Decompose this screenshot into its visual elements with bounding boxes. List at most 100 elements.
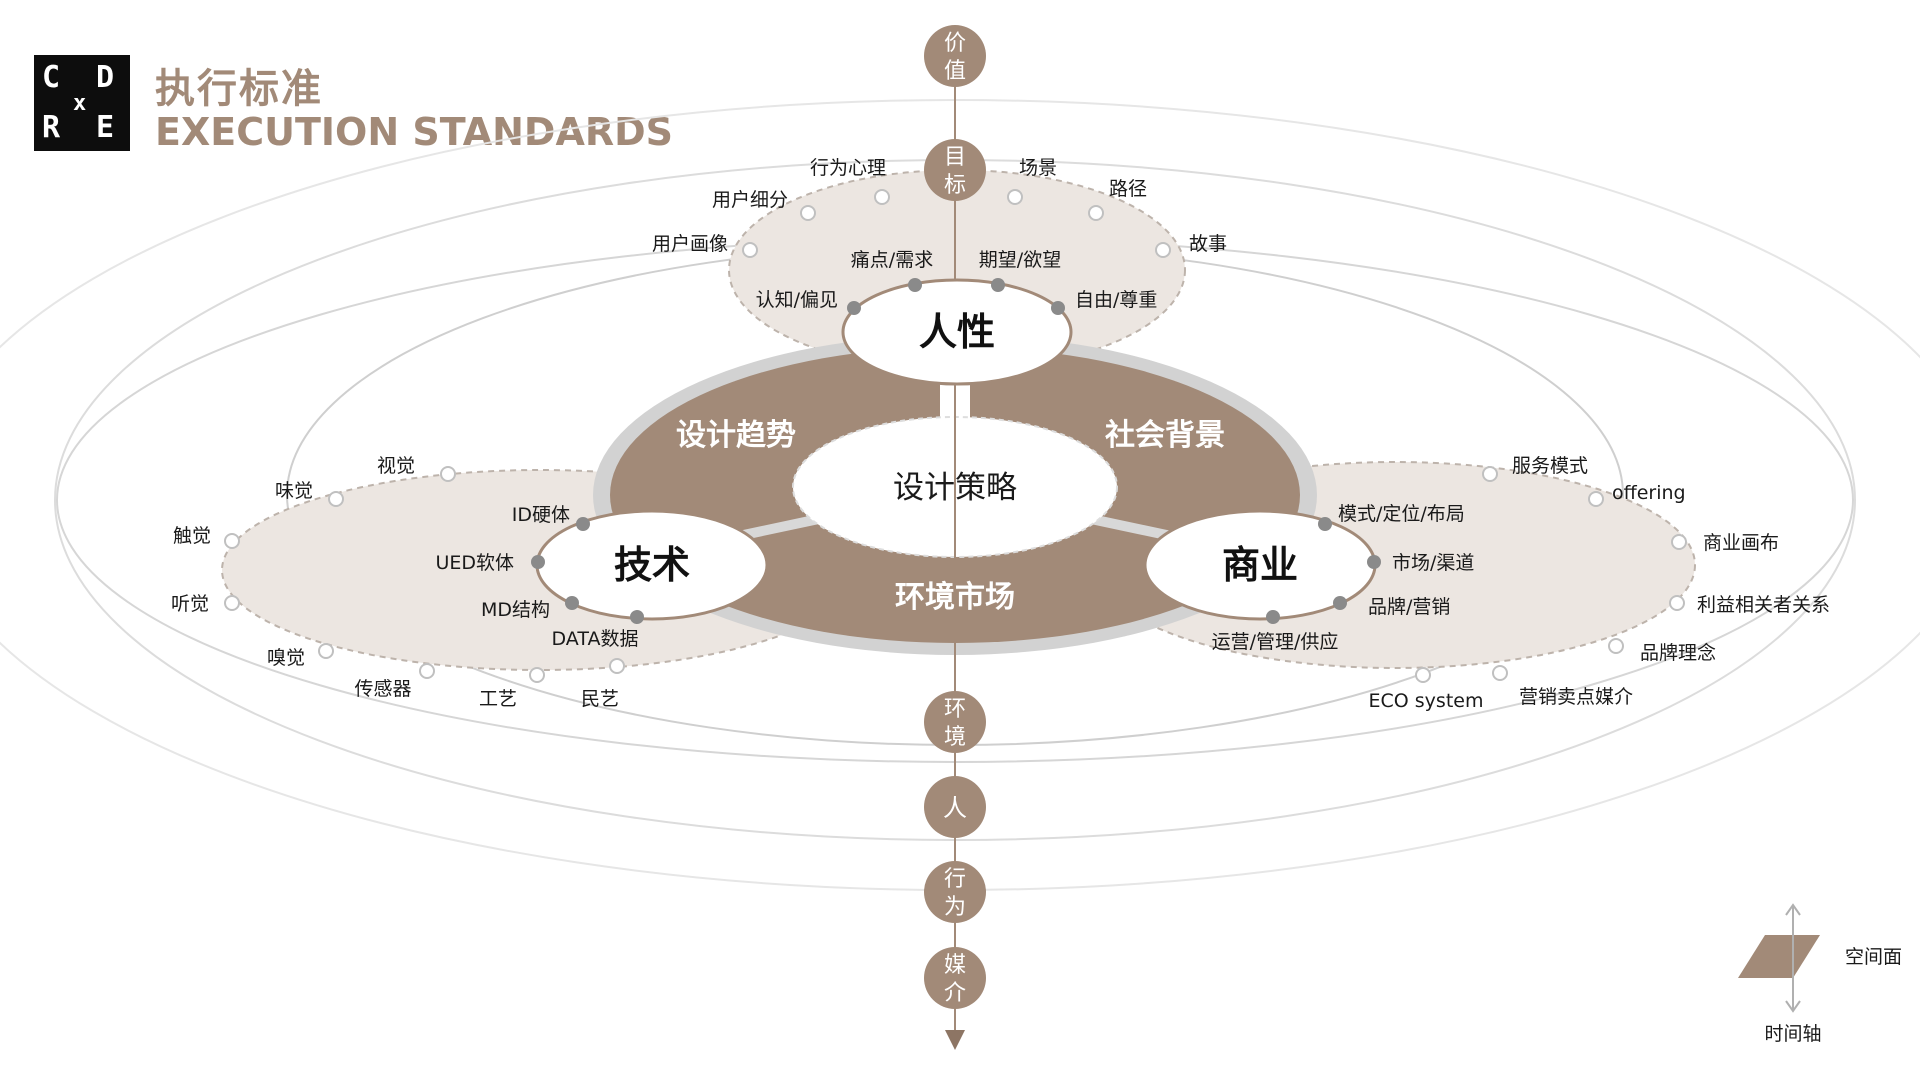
segment-label-society: 社会背景: [1105, 418, 1225, 453]
tech-outer-dot: [529, 667, 545, 683]
business-outer-label: 利益相关者关系: [1697, 594, 1830, 616]
legend: 空间面 时间轴: [1738, 903, 1902, 1045]
tech-outer-label: 听觉: [171, 593, 209, 615]
legend-axis-label: 时间轴: [1764, 1023, 1821, 1045]
page-title-cn: 执行标准: [155, 66, 323, 112]
axis-node-media: [924, 947, 986, 1009]
business-inner-dot: [1266, 610, 1280, 624]
tech-outer-dot: [224, 533, 240, 549]
outer-points: 用户画像 用户细分 行为心理 场景 路径 故事 视觉 味觉 触觉 听觉 嗅觉 传…: [171, 157, 1830, 712]
cxdre-logo: C D x R E: [34, 55, 130, 151]
business-outer-label: offering: [1612, 482, 1686, 504]
logo-letter-e: E: [96, 110, 115, 145]
human-outer-dot: [874, 189, 890, 205]
human-inner-dot: [847, 301, 861, 315]
tech-inner-dot: [565, 596, 579, 610]
axis-node-people: [924, 776, 986, 838]
business-inner-dot: [1318, 517, 1332, 531]
logo-letter-r: R: [42, 110, 61, 145]
business-outer-dot: [1608, 638, 1624, 654]
business-inner-label: 模式/定位/布局: [1338, 503, 1465, 525]
tech-inner-dot: [576, 517, 590, 531]
tech-outer-label: 民艺: [581, 688, 619, 710]
axis-node-char: 目: [944, 145, 966, 170]
axis-node-behavior: [924, 861, 986, 923]
human-node: [841, 278, 1073, 386]
human-outer-dot: [1007, 189, 1023, 205]
logo-letter-x: x: [73, 91, 87, 116]
human-outer-dot: [1155, 242, 1171, 258]
axis-node-char: 为: [944, 895, 966, 920]
human-outer-label: 故事: [1189, 233, 1227, 255]
business-outer-dot: [1415, 667, 1431, 683]
time-axis-legend-arrow-up: [1785, 903, 1801, 916]
tech-outer-dot: [328, 491, 344, 507]
tech-outer-dot: [419, 663, 435, 679]
human-outer-dot: [800, 205, 816, 221]
axis-node-char: 境: [944, 725, 966, 750]
axis-node-char: 标: [944, 173, 966, 198]
inner-points: 认知/偏见 痛点/需求 期望/欲望 自由/尊重 ID硬体 UED软体 MD结构 …: [435, 249, 1474, 653]
axis-node-char: 环: [944, 697, 966, 722]
human-inner-dot: [908, 278, 922, 292]
human-inner-label: 痛点/需求: [851, 249, 933, 271]
tech-outer-label: 工艺: [479, 688, 517, 710]
segment-label-market: 环境市场: [895, 580, 1015, 615]
page-title-en: EXECUTION STANDARDS: [155, 110, 674, 154]
axis-node-environment: [924, 691, 986, 753]
human-inner-dot: [991, 278, 1005, 292]
business-inner-label: 市场/渠道: [1392, 552, 1474, 574]
tech-inner-label: ID硬体: [512, 504, 570, 526]
business-outer-dot: [1671, 534, 1687, 550]
space-plane-icon: [1738, 935, 1820, 978]
axis-node-char: 人: [943, 794, 967, 822]
axis-node-goal: [924, 139, 986, 201]
center-label: 设计策略: [893, 470, 1017, 506]
axis-nodes: 价 值 目 标 环 境 人 行 为 媒 介: [924, 25, 986, 1009]
business-outer-label: 营销卖点媒介: [1519, 686, 1633, 708]
tech-outer-dot: [440, 466, 456, 482]
logo-letter-c: C: [42, 60, 61, 95]
time-axis-legend-arrow-down: [1785, 1000, 1801, 1013]
business-outer-label: 商业画布: [1703, 532, 1779, 554]
axis-node-char: 值: [944, 59, 966, 84]
tech-inner-label: MD结构: [481, 599, 550, 621]
tech-inner-label: DATA数据: [552, 628, 639, 650]
human-outer-label: 场景: [1019, 157, 1057, 179]
business-outer-dot: [1482, 466, 1498, 482]
tech-outer-label: 触觉: [173, 525, 211, 547]
tech-outer-dot: [224, 595, 240, 611]
human-outer-label: 路径: [1109, 178, 1147, 200]
axis-node-value: [924, 25, 986, 87]
human-outer-label: 用户细分: [712, 189, 788, 211]
human-inner-dot: [1051, 301, 1065, 315]
human-outer-dot: [1088, 205, 1104, 221]
business-outer-dot: [1669, 595, 1685, 611]
business-inner-label: 运营/管理/供应: [1212, 631, 1339, 653]
business-inner-dot: [1367, 555, 1381, 569]
business-inner-dot: [1333, 596, 1347, 610]
tech-inner-label: UED软体: [435, 552, 514, 574]
human-inner-label: 认知/偏见: [756, 289, 838, 311]
business-outer-label: 品牌理念: [1640, 641, 1716, 664]
axis-node-char: 媒: [944, 953, 966, 978]
tech-outer-dot: [318, 643, 334, 659]
human-outer-label: 用户画像: [652, 233, 728, 255]
tech-outer-label: 嗅觉: [267, 647, 305, 669]
business-outer-dot: [1492, 665, 1508, 681]
tech-inner-dot: [531, 555, 545, 569]
axis-node-char: 介: [944, 981, 966, 1006]
axis-node-char: 价: [944, 31, 966, 56]
business-outer-label: 服务模式: [1512, 455, 1588, 477]
human-outer-label: 行为心理: [810, 157, 886, 179]
segment-label-trend: 设计趋势: [676, 418, 796, 453]
tech-outer-dot: [609, 658, 625, 674]
logo-letter-d: D: [96, 60, 115, 95]
axis-node-char: 行: [944, 867, 966, 892]
tech-label: 技术: [614, 543, 690, 587]
business-inner-label: 品牌/营销: [1368, 596, 1450, 618]
business-outer-dot: [1588, 491, 1604, 507]
human-label: 人性: [919, 310, 995, 354]
